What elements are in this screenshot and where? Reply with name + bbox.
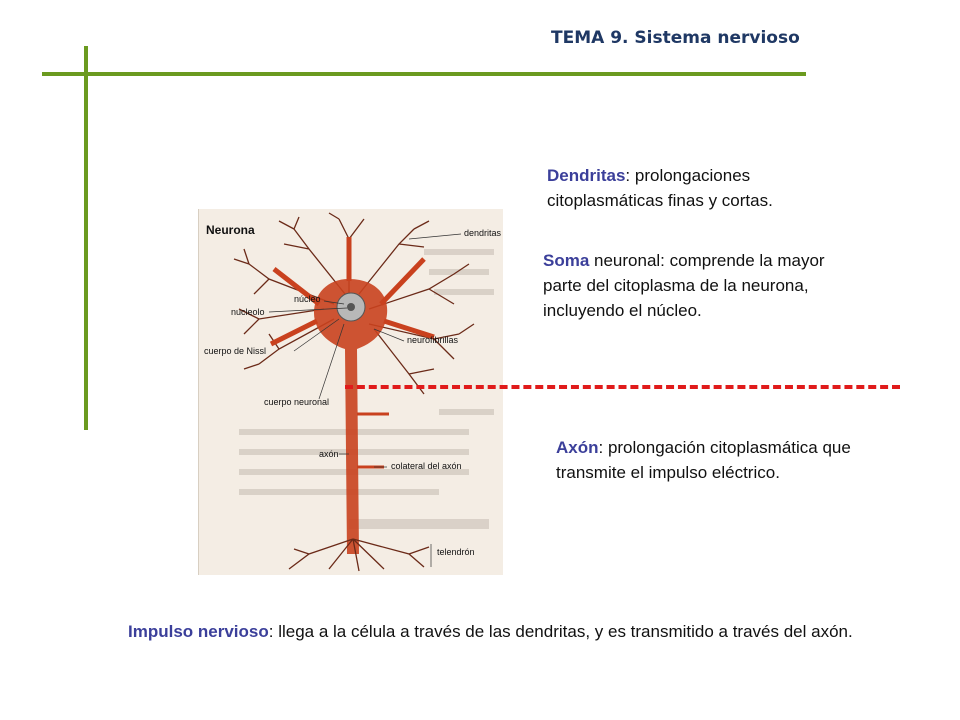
dendritas-text: : prolongaciones citoplasmáticas finas y… [547,166,773,210]
axon-term: Axón [556,438,599,457]
horizontal-rule [42,72,806,76]
label-colateral: colateral del axón [391,461,462,471]
slide-title: TEMA 9. Sistema nervioso [551,28,800,48]
soma-text: neuronal: comprende la mayor parte del c… [543,251,825,320]
impulso-text: : llega a la célula a través de las dend… [268,622,853,641]
dendritas-definition: Dendritas: prolongaciones citoplasmática… [547,163,847,213]
dashed-divider [345,385,900,389]
axon-text: : prolongación citoplasmática que transm… [556,438,851,482]
figure-title: Neurona [206,223,255,237]
impulso-term: Impulso nervioso [128,622,269,641]
dendritas-term: Dendritas [547,166,626,185]
label-nissl: cuerpo de Nissl [204,346,267,356]
label-dendritas: dendritas [464,228,502,238]
soma-term: Soma [543,251,590,270]
impulso-definition: Impulso nervioso: llega a la célula a tr… [128,619,888,644]
label-neurofibrillas: neurofibrillas [407,335,459,345]
neuron-illustration [233,212,494,572]
label-nucleolo: nucleolo [231,307,265,317]
label-telendron: telendrón [437,547,475,557]
nucleolus [347,303,355,311]
label-axon: axón [319,449,339,459]
label-nucleo: núcleo [294,294,321,304]
neuron-figure: Neurona dendritas núcleo nucleolo cuerpo… [198,209,503,575]
soma-definition: Soma neuronal: comprende la mayor parte … [543,248,853,323]
soma-shape [314,279,388,554]
label-cuerpo-neuronal: cuerpo neuronal [264,397,330,407]
axon-definition: Axón: prolongación citoplasmática que tr… [556,435,896,485]
vertical-rule [84,46,88,430]
